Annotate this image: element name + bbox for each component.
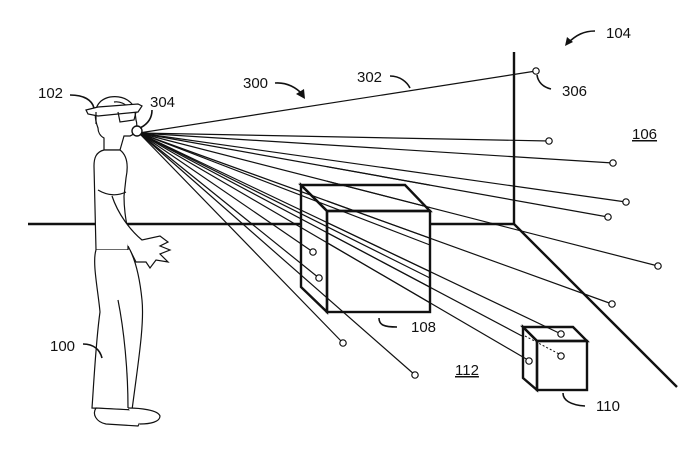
hit-point (609, 159, 617, 167)
ray-line (138, 132, 344, 344)
box-110-front (535, 339, 589, 392)
hit-point (557, 330, 565, 338)
floor-side-edge (513, 223, 678, 388)
leg-divider (117, 299, 129, 409)
rays-over-box (326, 166, 431, 304)
object-box-108 (298, 182, 433, 315)
box-108-front (325, 209, 432, 314)
ray-segment-over-box (326, 242, 431, 304)
leader-108 (378, 317, 398, 328)
headset-visor (117, 111, 137, 123)
ray-line (138, 132, 431, 246)
legs (91, 249, 144, 411)
ray-line (138, 132, 314, 253)
hit-point (654, 262, 662, 270)
label-302: 302 (357, 69, 382, 86)
torso (93, 149, 129, 251)
object-box-110 (520, 324, 590, 393)
hit-point (315, 274, 323, 282)
label-106: 106 (632, 126, 657, 143)
hit-point (339, 339, 347, 347)
ray-line (138, 132, 431, 279)
shoe-right (127, 407, 161, 425)
leader-306 (536, 74, 552, 90)
label-100: 100 (50, 338, 75, 355)
hit-point (545, 137, 553, 145)
ray-line (138, 132, 416, 376)
leader-lines (69, 30, 596, 407)
ray-line (138, 132, 550, 142)
hit-point (309, 248, 317, 256)
label-112: 112 (455, 362, 479, 379)
ray-segment-over-box (326, 180, 431, 209)
arrow-104 (567, 30, 596, 44)
ray-segment-over-box (326, 221, 431, 273)
hit-point (608, 300, 616, 308)
hit-point (532, 67, 540, 75)
leader-100 (82, 343, 103, 359)
leader-302 (389, 75, 411, 89)
ray-line (138, 132, 627, 203)
box-110-top (520, 325, 590, 343)
hit-point (557, 352, 565, 360)
leader-110 (562, 392, 586, 407)
arrow-104-head (565, 37, 573, 46)
head (94, 96, 138, 151)
user-figure (85, 96, 172, 427)
leader-304 (139, 109, 153, 129)
label-110: 110 (596, 398, 620, 415)
ray-line (138, 70, 537, 134)
ray-line (138, 132, 614, 164)
label-306: 306 (562, 83, 587, 100)
label-102: 102 (38, 85, 63, 102)
ray-segment-over-box (326, 232, 431, 288)
label-304: 304 (150, 94, 175, 111)
hit-point (525, 357, 533, 365)
hit-point (411, 371, 419, 379)
label-108: 108 (411, 319, 436, 336)
ray-origin-304 (131, 125, 143, 137)
hidden-ray (524, 335, 562, 356)
hit-point (604, 213, 612, 221)
headset-band (85, 103, 143, 117)
ray-segment-over-box (326, 166, 431, 186)
arrow-300-head (296, 89, 305, 99)
label-104: 104 (606, 25, 631, 42)
sleeve (97, 189, 127, 196)
arm-hand (111, 195, 172, 270)
leader-102 (69, 94, 95, 109)
ray-line (138, 132, 320, 279)
ray-segment-over-box (326, 200, 431, 239)
label-300: 300 (243, 75, 268, 92)
hit-point (622, 198, 630, 206)
room (28, 52, 678, 388)
